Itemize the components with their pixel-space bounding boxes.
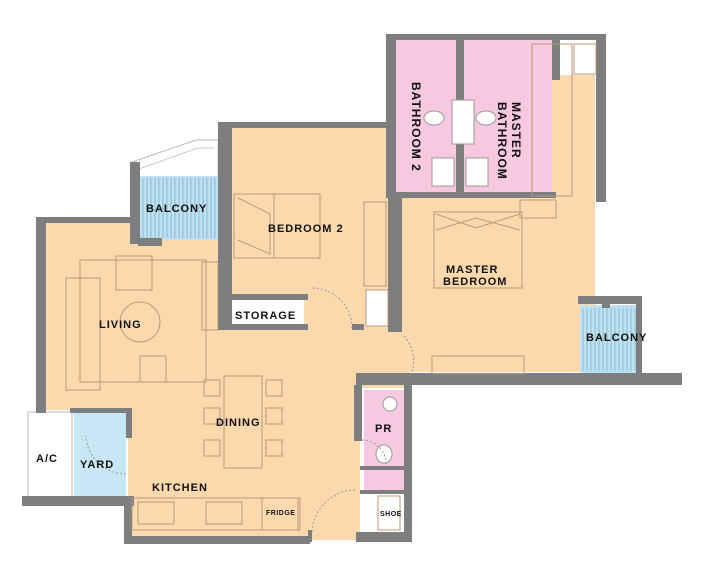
wall-master-right — [596, 34, 606, 202]
fridge — [261, 497, 299, 531]
kitchen-counter — [131, 497, 301, 531]
label-kitchen: KITCHEN — [152, 482, 208, 494]
wardrobe-bedroom-2 — [363, 201, 387, 287]
wall-yard-top — [70, 408, 130, 413]
wall-pr-bottom — [360, 466, 408, 470]
basin-pr — [382, 396, 398, 412]
wall-top-living — [36, 217, 136, 223]
walls — [22, 34, 682, 544]
balcony-top-outline-inner — [135, 147, 214, 171]
floor-balcony-right — [580, 305, 638, 373]
wall-bath-left — [386, 34, 396, 196]
floor-yard — [74, 412, 126, 498]
wardrobe-master-small — [573, 43, 597, 75]
wall-bottom-entry — [356, 532, 412, 542]
label-master-bedroom-line2: BEDROOM — [443, 276, 507, 288]
shower-small — [365, 289, 389, 327]
label-pr: PR — [375, 423, 392, 435]
wall-yard-right — [126, 408, 132, 438]
side-table — [139, 355, 167, 383]
wall-bed2-left-lower — [218, 250, 232, 326]
armchair-living — [115, 255, 153, 291]
label-storage: STORAGE — [235, 310, 296, 322]
label-ac: A/C — [36, 453, 58, 465]
wall-bottom-kitchen — [124, 536, 310, 544]
vanity-bath2 — [431, 157, 455, 187]
label-balcony-top: BALCONY — [146, 203, 207, 215]
coffee-table — [119, 301, 161, 343]
balcony-top-outline — [131, 139, 219, 176]
bed-pillow-bedroom-2 — [234, 193, 275, 259]
bed-bedroom-2 — [233, 193, 321, 259]
wall-bed2-left — [218, 122, 232, 250]
tv-console — [201, 261, 219, 331]
wardrobe-master — [531, 43, 573, 197]
furniture — [65, 43, 597, 531]
label-living: LIVING — [99, 319, 142, 331]
label-bathroom-2: BATHROOM 2 — [409, 82, 423, 172]
sink — [137, 501, 175, 525]
floor-storage — [232, 300, 304, 326]
label-master-bathroom-line2: BATHROOM — [495, 102, 509, 180]
label-balcony-right: BALCONY — [586, 332, 647, 344]
wall-balcony-bottom — [138, 238, 162, 246]
wall-kitchen-left — [124, 496, 132, 542]
wall-corridor-left — [354, 385, 362, 441]
chair — [265, 407, 283, 425]
chair — [265, 379, 283, 397]
shoe-cabinet — [377, 495, 401, 531]
chair — [265, 439, 283, 457]
cabinet-master-top — [519, 199, 557, 219]
vanity-master — [465, 157, 489, 187]
wall-bath-right — [552, 34, 560, 80]
wall-bath-top — [386, 34, 556, 40]
floor-ac — [27, 411, 73, 499]
wall-ac-bottom — [22, 496, 134, 506]
door-swing-entry — [311, 489, 357, 533]
door-swing-pr — [361, 439, 387, 467]
label-fridge: FRIDGE — [266, 510, 295, 517]
cabinet-master — [431, 355, 525, 375]
stove — [205, 501, 243, 525]
chair — [203, 439, 221, 457]
wall-bath-bottom — [386, 192, 556, 198]
shower-bath — [451, 99, 475, 145]
bed-master — [433, 211, 523, 289]
wall-bed2-bottom-right — [352, 324, 364, 330]
bed-pillows-master — [435, 213, 521, 231]
wall-pr-right — [404, 385, 412, 535]
label-yard: YARD — [80, 459, 114, 471]
label-master-bathroom-line1: MASTER — [509, 102, 523, 159]
wall-left — [36, 221, 46, 413]
wall-bed2-bottom-left — [218, 324, 308, 330]
toilet-pr — [375, 444, 393, 464]
bed-fold-bedroom-2 — [237, 197, 271, 255]
wall-master-bottom — [356, 373, 682, 385]
label-shoe: SHOE — [380, 511, 402, 518]
toilet-bath2 — [423, 110, 445, 126]
floor-shower-area — [364, 468, 406, 492]
label-master-bedroom-line1: MASTER — [446, 264, 498, 276]
label-dining: DINING — [216, 417, 261, 429]
chair — [203, 379, 221, 397]
wall-entry-right — [308, 530, 312, 542]
wall-master-top — [530, 34, 606, 40]
label-bedroom-2: BEDROOM 2 — [268, 223, 344, 235]
door-swings — [85, 287, 415, 533]
wall-balcony-left — [130, 162, 140, 244]
dining-table — [223, 375, 263, 469]
floor-main — [46, 75, 595, 540]
room-labels: BATHROOM 2 MASTER BATHROOM BALCONY BEDRO… — [36, 82, 647, 518]
wall-balcony-right-right — [636, 296, 642, 374]
sofa-living — [65, 277, 101, 391]
chair — [203, 407, 221, 425]
wall-storage-top — [226, 294, 308, 300]
wall-shower-bottom — [360, 490, 408, 494]
balcony-hatching — [142, 178, 636, 371]
wall-bed2-top — [218, 122, 390, 128]
toilet-master — [475, 110, 497, 126]
wall-master-left — [388, 196, 402, 332]
wall-balcony-right-top — [578, 296, 638, 304]
